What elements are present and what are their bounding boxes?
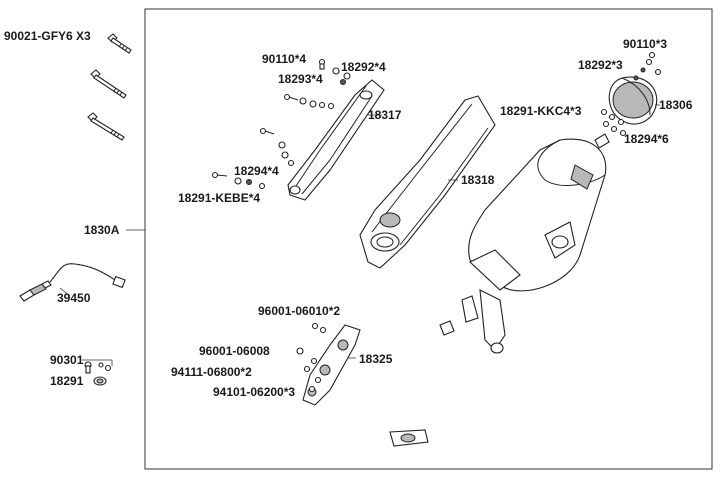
- label-18291: 18291: [50, 374, 84, 388]
- label-18293-4: 18293*4: [278, 72, 323, 86]
- oxygen-sensor-icon: [19, 263, 126, 302]
- label-18291-kebe-4: 18291-KEBE*4: [178, 191, 261, 205]
- small-bolt-icon: [82, 359, 113, 374]
- fastener-cluster-top: [211, 58, 351, 190]
- label-18306: 18306: [659, 98, 693, 112]
- protector-18318: [359, 95, 496, 269]
- label-96001-06010-2: 96001-06010*2: [258, 304, 341, 318]
- label-96001-06008: 96001-06008: [199, 344, 270, 358]
- label-18292-4: 18292*4: [341, 60, 386, 74]
- heat-shield-18325: [296, 322, 361, 406]
- label-1830A: 1830A: [84, 223, 120, 237]
- heat-cover-18317: [287, 79, 385, 201]
- assembly-frame: [144, 8, 713, 470]
- washer-icon: [93, 376, 107, 386]
- label-90021: 90021-GFY6 X3: [4, 29, 91, 43]
- label-18318: 18318: [461, 173, 495, 187]
- label-18292-3: 18292*3: [578, 58, 623, 72]
- label-90110-3: 90110*3: [623, 37, 668, 51]
- hex-bolt-icon: [87, 112, 125, 141]
- muffler-icon: [461, 133, 610, 354]
- label-18294-4: 18294*4: [234, 164, 279, 178]
- label-90110-4: 90110*4: [262, 52, 307, 66]
- label-39450: 39450: [57, 291, 91, 305]
- hex-bolt-icon: [90, 69, 127, 99]
- label-18325: 18325: [359, 352, 393, 366]
- label-18317: 18317: [368, 108, 402, 122]
- label-90301: 90301: [50, 353, 84, 367]
- label-94101-06200-3: 94101-06200*3: [213, 385, 296, 399]
- end-cap-18306: [600, 51, 662, 137]
- hex-bolt-icon: [107, 33, 132, 54]
- label-94111-06800-2: 94111-06800*2: [171, 365, 252, 379]
- label-18291-kkc4-3: 18291-KKC4*3: [500, 104, 582, 118]
- label-18294-6: 18294*6: [624, 132, 669, 146]
- exhaust-pipe-icon: [389, 320, 455, 447]
